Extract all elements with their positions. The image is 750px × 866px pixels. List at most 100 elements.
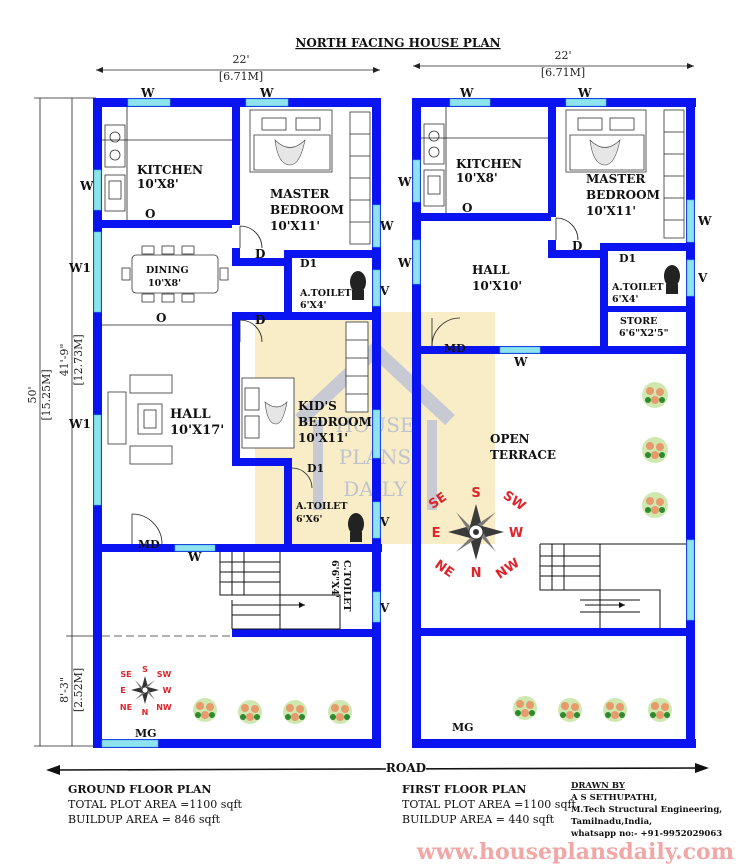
gf-buildup-area: BUILDUP AREA = 846 sqft: [68, 813, 221, 826]
ff-label-d1: D1: [619, 252, 636, 265]
ff-compass-w: W: [509, 526, 523, 541]
ff-hall-size: 10'X10': [472, 279, 522, 293]
ff-stove-icon: [423, 123, 445, 165]
gf-width-dimension: 22' [6.71M]: [96, 53, 380, 83]
ff-compass-ne: NE: [432, 557, 457, 581]
ff-label-o: O: [462, 201, 472, 215]
gf-compass-w: W: [163, 686, 172, 695]
ff-master-name1: MASTER: [586, 172, 646, 186]
ff-front-plants: [513, 696, 672, 722]
gf-compass-icon: S SE SW E W N NE NW: [120, 665, 172, 717]
gf-compass-s: S: [142, 665, 148, 674]
gf-sink-icon: [104, 174, 126, 212]
ff-hall-name: HALL: [472, 263, 510, 277]
ff-label-md: MD: [444, 342, 466, 355]
ff-label-w-top2: W: [577, 86, 592, 100]
gf-label-w-top2: W: [259, 86, 274, 100]
ff-label-mg: MG: [452, 721, 474, 734]
ff-label-w-hall: W: [513, 355, 528, 369]
ff-store-name: STORE: [620, 316, 657, 327]
road-label: ROAD: [386, 761, 426, 775]
gf-label-v1: V: [379, 284, 390, 298]
gf-hall-size: 10'X17': [170, 423, 224, 438]
gf-plan-title: GROUND FLOOR PLAN: [68, 783, 211, 796]
ff-compass-s: S: [471, 486, 480, 501]
gf-toilet1-fixture-icon: [350, 271, 366, 300]
ff-compass-sw: SW: [500, 488, 528, 514]
gf-kids-size: 10'X11': [298, 431, 348, 445]
road-indicator: ROAD: [46, 760, 709, 776]
ff-compass-n: N: [471, 566, 482, 581]
ff-width-dimension: 22' [6.71M]: [413, 49, 694, 79]
gf-compass-sw: SW: [157, 670, 172, 679]
ff-compass-nw: NW: [493, 556, 522, 583]
credits-whatsapp: whatsapp no:- +91-9952029063: [570, 829, 722, 839]
gf-master-name1: MASTER: [270, 187, 330, 201]
gf-staircase: [219, 552, 341, 630]
credits-name: A S SETHUPATHI,: [570, 793, 657, 803]
gf-toilet1-name: A.TOILET: [299, 288, 351, 299]
gf-label-d-kids: D: [255, 313, 265, 327]
gf-master-size: 10'X11': [270, 219, 320, 233]
ff-kitchen-name: KITCHEN: [456, 157, 522, 171]
gf-width-label: 22': [232, 53, 249, 66]
gf-toilet2-name: A.TOILET: [295, 501, 347, 512]
plan-title: NORTH FACING HOUSE PLAN: [295, 36, 500, 50]
gf-stove-icon: [104, 124, 126, 168]
ff-kitchen-size: 10'X8': [456, 171, 498, 185]
ff-wardrobe-icon: [663, 109, 685, 239]
gf-kitchen-size: 10'X8': [137, 177, 179, 191]
ff-store-size: 6'6"X2'5": [619, 328, 669, 339]
gf-label-md: MD: [138, 538, 160, 551]
ff-toilet-size: 6'X4': [612, 294, 638, 305]
house-depth-m-label: [12.73M]: [72, 334, 85, 385]
gf-kitchen-name: KITCHEN: [137, 163, 203, 177]
gf-kids-name1: KID'S: [298, 399, 337, 413]
gf-toilet1-size: 6'X4': [300, 300, 326, 311]
gf-label-d-master: D: [255, 247, 265, 261]
first-floor-plan: S SE SW E W N NE NW KITCHEN 10'X8' MASTE…: [397, 86, 712, 748]
ff-toilet-name: A.TOILET: [611, 282, 663, 293]
gf-wardrobe-icon: [349, 111, 371, 245]
gf-label-w1-lower: W1: [68, 417, 91, 431]
ff-label-w-left1: W: [397, 175, 412, 189]
depth-dimensions: 50' [15.25M] 41'-9" [12.73M] 8'-3" [2.52…: [26, 97, 96, 747]
ff-terrace-name1: OPEN: [490, 432, 530, 446]
gf-label-w-left: W: [79, 179, 94, 193]
total-depth-label: 50': [26, 386, 39, 403]
gf-label-o-kitchen: O: [145, 207, 155, 221]
ff-label-v: V: [697, 271, 708, 285]
gf-master-bed-icon: [249, 109, 333, 173]
gf-label-v2: V: [379, 515, 390, 529]
gf-toilet2-size: 6'X6': [296, 514, 322, 525]
gf-label-w-bottom: W: [187, 550, 202, 564]
gf-compass-n: N: [142, 708, 149, 717]
credits-location: Tamilnadu,India,: [571, 817, 652, 827]
gf-label-w-top1: W: [140, 86, 155, 100]
gf-dining-table-icon: [121, 245, 229, 303]
ff-plot-area: TOTAL PLOT AREA =1100 sqft: [402, 798, 577, 811]
ff-master-name2: BEDROOM: [586, 188, 660, 202]
gf-ctoilet-size: 6'6"X4': [329, 560, 340, 598]
gf-kids-bed-icon: [241, 377, 295, 449]
gf-plants: [193, 698, 352, 724]
gf-master-name2: BEDROOM: [270, 203, 344, 217]
gf-compass-e: E: [120, 686, 125, 695]
ff-buildup-area: BUILDUP AREA = 440 sqft: [402, 813, 555, 826]
gf-kids-name2: BEDROOM: [298, 415, 372, 429]
gf-label-v3: V: [379, 601, 390, 615]
gf-label-w1-upper: W1: [68, 261, 91, 275]
gf-toilet2-fixture-icon: [348, 513, 364, 542]
ff-width-label: 22': [554, 49, 571, 62]
gf-sofa-icon: [107, 374, 173, 465]
gf-hall-name: HALL: [170, 407, 211, 422]
ground-floor-plan: S SE SW E W N NE NW KITCHEN 10'X8' MASTE…: [68, 86, 394, 748]
gf-label-d1-toilet2: D1: [307, 462, 324, 475]
front-depth-m-label: [2.52M]: [72, 668, 85, 712]
gf-label-mg: MG: [135, 727, 157, 740]
gf-label-d1-toilet1: D1: [300, 257, 317, 270]
gf-width-m-label: [6.71M]: [219, 70, 263, 83]
gf-kids-wardrobe-icon: [345, 321, 369, 413]
ff-toilet-fixture-icon: [664, 265, 680, 294]
